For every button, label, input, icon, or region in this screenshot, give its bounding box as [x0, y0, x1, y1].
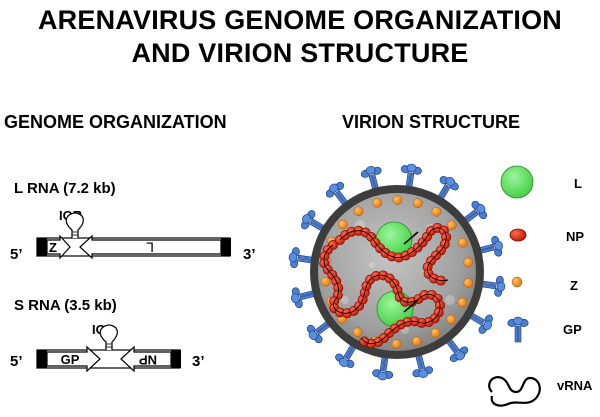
z-protein	[457, 237, 468, 248]
virion-structure-heading: VIRION STRUCTURE	[342, 112, 521, 132]
np-beads	[319, 222, 452, 349]
z-protein	[463, 277, 474, 288]
l-rna-three-prime-cap	[221, 238, 231, 256]
s-rna-three-prime-cap	[171, 350, 181, 368]
vrna-overlay	[339, 227, 449, 282]
s-rna-five-prime: 5’	[10, 353, 23, 370]
z-gene-label: Z	[49, 240, 57, 255]
s-rna-five-prime-cap	[37, 350, 47, 368]
legend-swatch-np	[509, 228, 527, 242]
vrna-overlay	[323, 244, 441, 345]
z-protein	[352, 327, 363, 338]
legend-swatch-l	[500, 165, 534, 199]
z-protein	[412, 198, 423, 208]
legend-label-z: Z	[570, 278, 578, 293]
l-rna-igr-hairpin	[65, 212, 84, 238]
legend	[488, 165, 541, 407]
gp-gene-arrow	[46, 345, 101, 373]
l-rna-title: L RNA (7.2 kb)	[14, 180, 116, 197]
diagram-title: ARENAVIRUS GENOME ORGANIZATION AND VIRIO…	[0, 4, 600, 70]
z-protein	[391, 339, 402, 349]
l-rna-segment	[36, 212, 231, 260]
s-rna-title: S RNA (3.5 kb)	[14, 297, 117, 314]
z-protein	[446, 220, 457, 230]
z-protein	[463, 257, 474, 268]
title-line-2: AND VIRION STRUCTURE	[131, 38, 469, 68]
z-protein	[392, 195, 403, 205]
legend-label-vrna: vRNA	[557, 378, 593, 393]
z-protein	[430, 327, 441, 338]
z-protein	[411, 336, 422, 347]
l-rna-five-prime: 5’	[10, 246, 23, 263]
z-protein	[320, 276, 331, 287]
z-protein	[353, 206, 364, 216]
legend-swatch-gp	[507, 316, 529, 343]
legend-label-l: L	[574, 176, 582, 191]
title-line-1: ARENAVIRUS GENOME ORGANIZATION	[37, 5, 562, 35]
s-rna-igr-hairpin	[99, 324, 118, 350]
gp-gene-label: GP	[61, 352, 80, 367]
legend-label-np: NP	[566, 229, 585, 244]
z-protein	[446, 314, 456, 325]
z-gene-arrow	[46, 234, 71, 260]
virion	[287, 162, 507, 382]
z-protein	[431, 206, 442, 217]
l-rna-three-prime: 3’	[243, 246, 256, 263]
s-rna-segment	[36, 324, 181, 373]
s-rna-three-prime: 3’	[192, 353, 205, 370]
l-gene-arrow	[79, 234, 222, 260]
legend-swatch-z	[511, 276, 523, 288]
legend-label-gp: GP	[563, 322, 582, 337]
l-gene-label: L	[146, 239, 154, 255]
z-protein	[457, 297, 468, 308]
np-gene-label: NP	[139, 353, 157, 368]
genome-organization-heading: GENOME ORGANIZATION	[4, 112, 227, 132]
np-gene-arrow	[120, 345, 172, 373]
legend-swatch-vrna	[488, 376, 541, 407]
z-protein	[372, 197, 383, 208]
l-rna-five-prime-cap	[37, 238, 47, 256]
z-protein	[338, 219, 348, 230]
